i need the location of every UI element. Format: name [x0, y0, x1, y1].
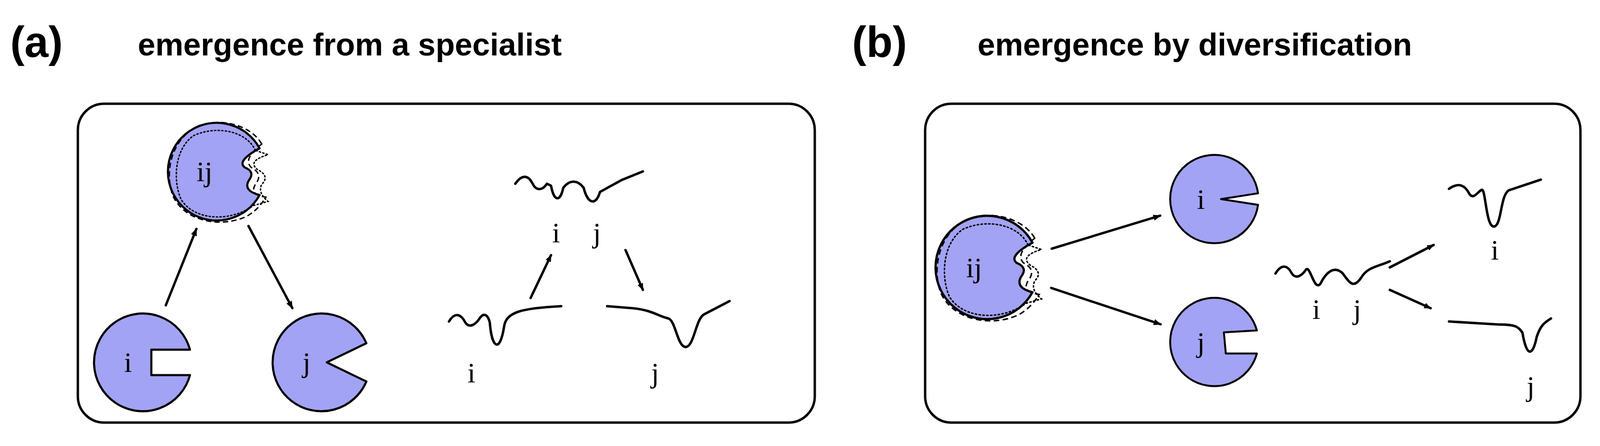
enzyme-label: j	[1196, 327, 1206, 357]
panel-box: (b)emergence by diversificationijij	[923, 102, 1582, 424]
substrate-arrow	[1389, 244, 1434, 267]
panel-label: (a)	[10, 20, 63, 64]
substrate-arrow	[1389, 289, 1431, 308]
substrate-i	[1449, 179, 1541, 227]
transition-arrow	[1051, 287, 1161, 324]
transition-arrow	[1051, 215, 1161, 249]
substrate-label: j	[650, 358, 660, 387]
panel-title: emergence by diversification	[977, 28, 1413, 61]
substrate-arrow	[530, 255, 552, 299]
substrate-j	[1449, 318, 1552, 352]
substrate-label: j	[1353, 294, 1362, 324]
substrate-label: i	[552, 218, 561, 247]
enzyme-label: j	[302, 347, 311, 377]
enzyme-label: i	[1196, 184, 1206, 214]
substrate-label: j	[1526, 371, 1535, 401]
enzyme-shape: j	[268, 309, 375, 416]
enzyme-shape: ij	[166, 118, 273, 225]
enzyme-outline	[1166, 293, 1263, 390]
enzyme-outline	[268, 309, 375, 416]
substrate-label: j	[593, 218, 602, 247]
substrate-i	[448, 306, 562, 345]
substrate-j	[607, 300, 730, 347]
substrate-arrow	[625, 249, 643, 290]
substrate-label: i	[467, 358, 476, 387]
transition-arrow	[248, 225, 293, 309]
enzyme-shape: j	[1166, 293, 1263, 390]
transition-arrow	[165, 228, 197, 306]
substrate-ij	[1275, 261, 1390, 286]
enzyme-outline	[1166, 150, 1263, 247]
substrate-label: i	[1491, 235, 1500, 265]
enzyme-label: ij	[196, 157, 213, 186]
panel-outline	[923, 102, 1582, 424]
enzyme-label: ij	[966, 253, 982, 282]
panel-box: (a)emergence from a specialistiijj	[76, 102, 817, 424]
panel-title: emergence from a specialist	[137, 28, 562, 61]
enzyme-outline	[166, 118, 273, 225]
enzyme-shape: i	[1166, 150, 1263, 247]
substrate-ij	[515, 171, 643, 202]
enzyme-label: i	[124, 347, 133, 377]
enzyme-outline	[89, 309, 196, 416]
substrate-label: i	[1312, 294, 1321, 324]
enzyme-shape: ij	[933, 211, 1046, 324]
enzyme-shape: i	[89, 309, 196, 416]
panel-label: (b)	[852, 20, 907, 64]
enzyme-outline	[933, 211, 1046, 324]
